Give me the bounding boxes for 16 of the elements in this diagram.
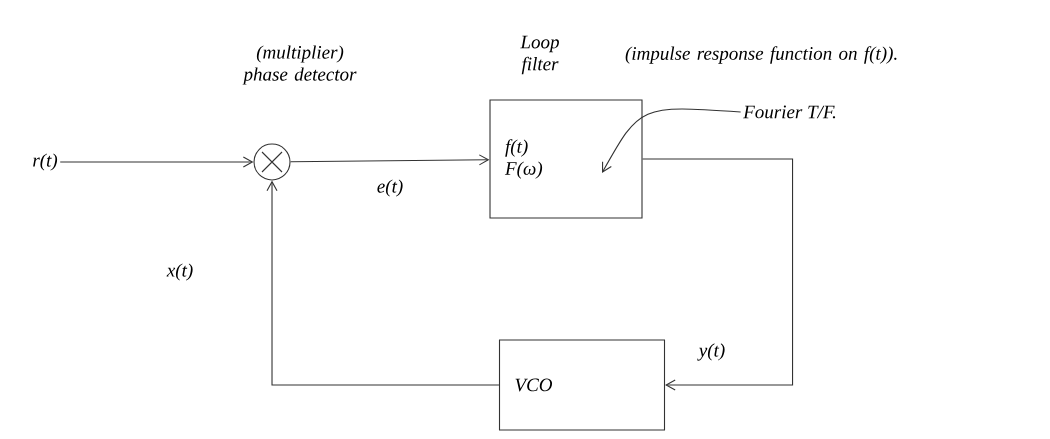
edge-label: e(t) [374,177,406,199]
arrow [266,180,500,386]
edge-label: x(t) [164,261,196,283]
multiplier-circle [253,143,291,181]
block-caption: (multiplier) phase detector [242,45,357,85]
arrow [642,158,794,391]
leader-line [602,108,742,173]
arrow [290,154,490,166]
annotation-text: Fourier T/F. [743,105,836,119]
signal-label: r(t) [33,153,58,171]
block-box: f(t) F(ω) [489,99,643,219]
annotation-text: (impulse response function on f(t)). [625,46,897,64]
arrow [59,156,254,168]
block-box: VCO [498,339,666,431]
edge-label: y(t) [696,341,728,363]
block-caption: Loop filter [520,35,559,75]
